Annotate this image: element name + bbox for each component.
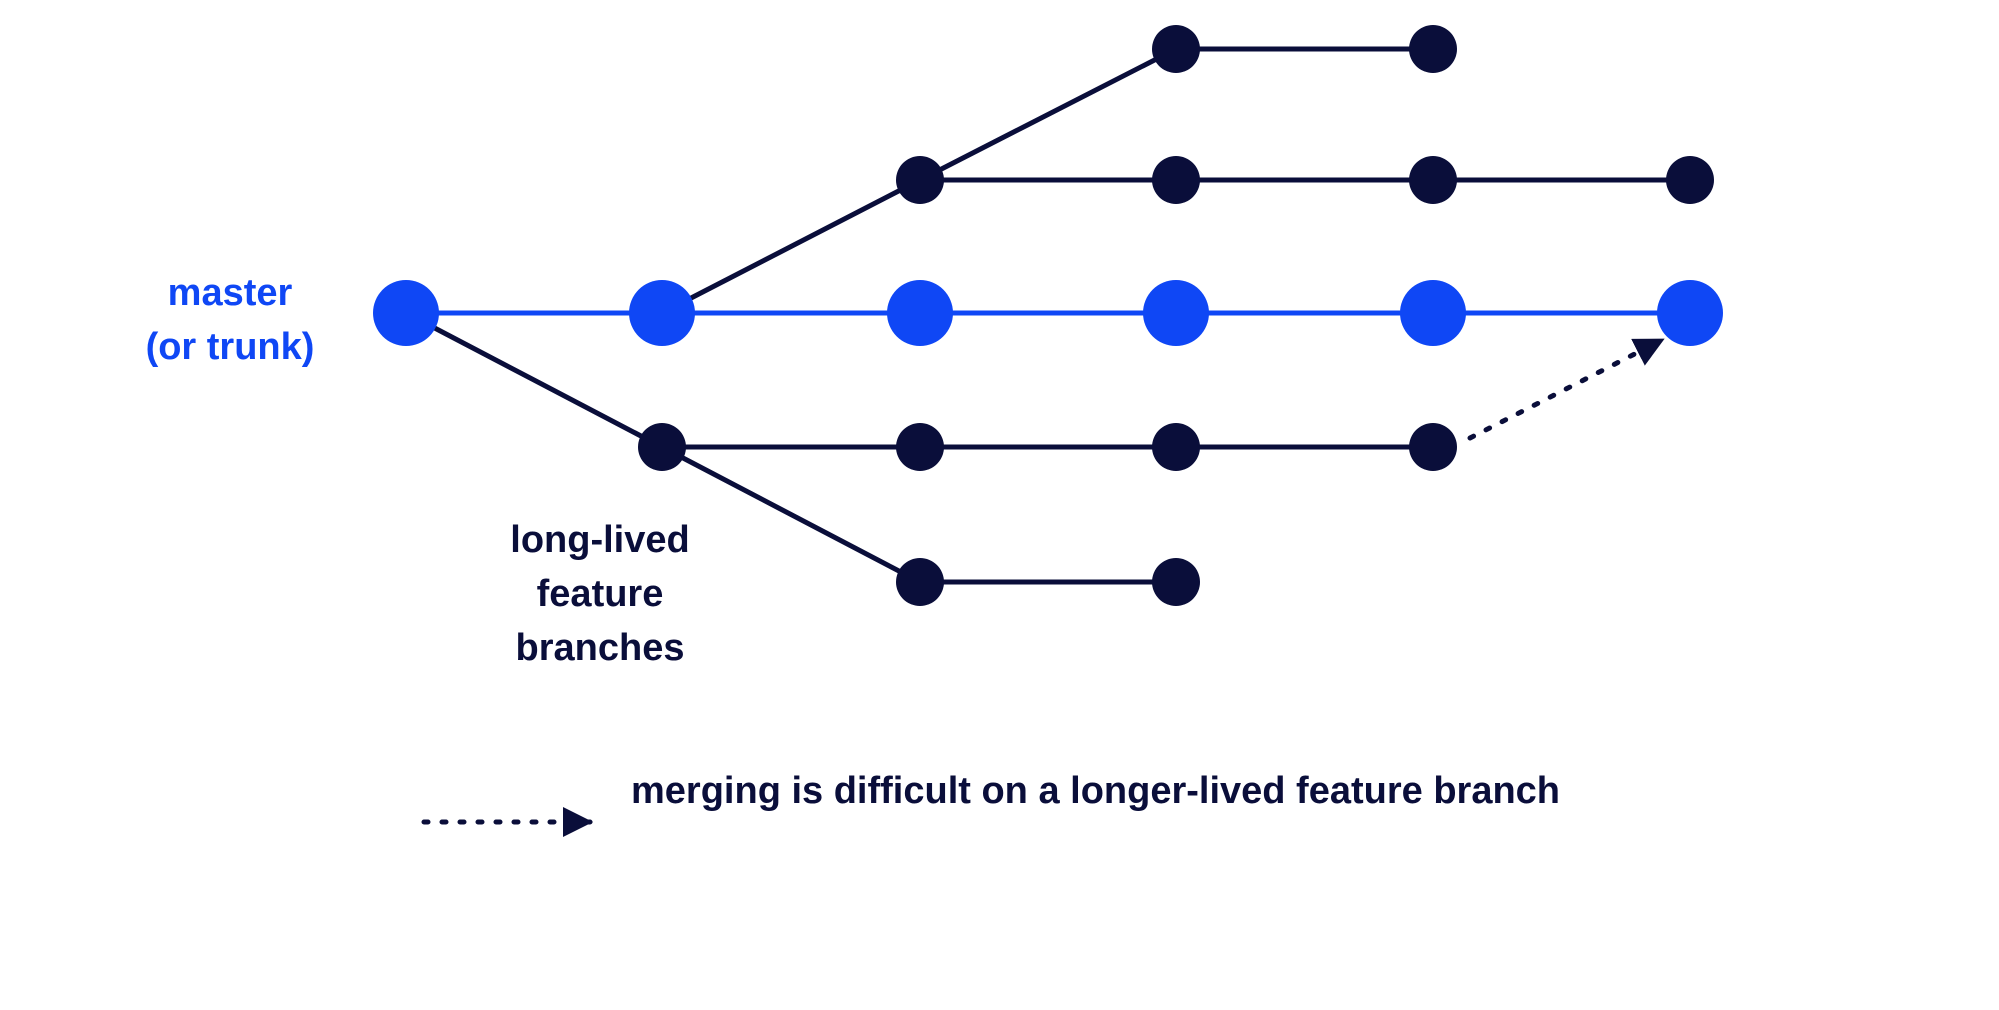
branch-3-fork-line	[404, 310, 664, 450]
feature-branches-label: long-lived feature branches	[470, 513, 730, 675]
trunk-label-line-2: (or trunk)	[145, 326, 315, 368]
branch-commit	[1152, 423, 1200, 471]
branch-2-fork-line	[918, 46, 1178, 183]
trunk-commit	[1400, 280, 1466, 346]
trunk-commit	[1143, 280, 1209, 346]
branch-commit	[896, 558, 944, 606]
branch-commit	[1152, 156, 1200, 204]
trunk-commit	[629, 280, 695, 346]
trunk-commit	[887, 280, 953, 346]
branch-commit	[638, 423, 686, 471]
trunk-label-line-1: master	[167, 272, 293, 314]
trunk-label: master (or trunk)	[110, 266, 350, 374]
trunk-commit	[1657, 280, 1723, 346]
branch-commit	[896, 423, 944, 471]
branch-commit	[1409, 156, 1457, 204]
trunk-commit	[373, 280, 439, 346]
branch-commit	[1152, 558, 1200, 606]
branch-commit	[1666, 156, 1714, 204]
branch-4-fork-line	[660, 444, 922, 585]
branch-commit	[1409, 25, 1457, 73]
branch-commit	[1409, 423, 1457, 471]
feature-branches-label-line-2: feature	[536, 573, 664, 615]
branch-1-fork-line	[660, 177, 922, 316]
feature-branches-label-line-1: long-lived	[510, 519, 690, 561]
merge-arrow	[1467, 337, 1665, 441]
feature-branches-label-line-3: branches	[515, 627, 685, 669]
branch-commit	[896, 156, 944, 204]
branch-commit	[1152, 25, 1200, 73]
legend-caption: merging is difficult on a longer-lived f…	[631, 770, 1561, 812]
